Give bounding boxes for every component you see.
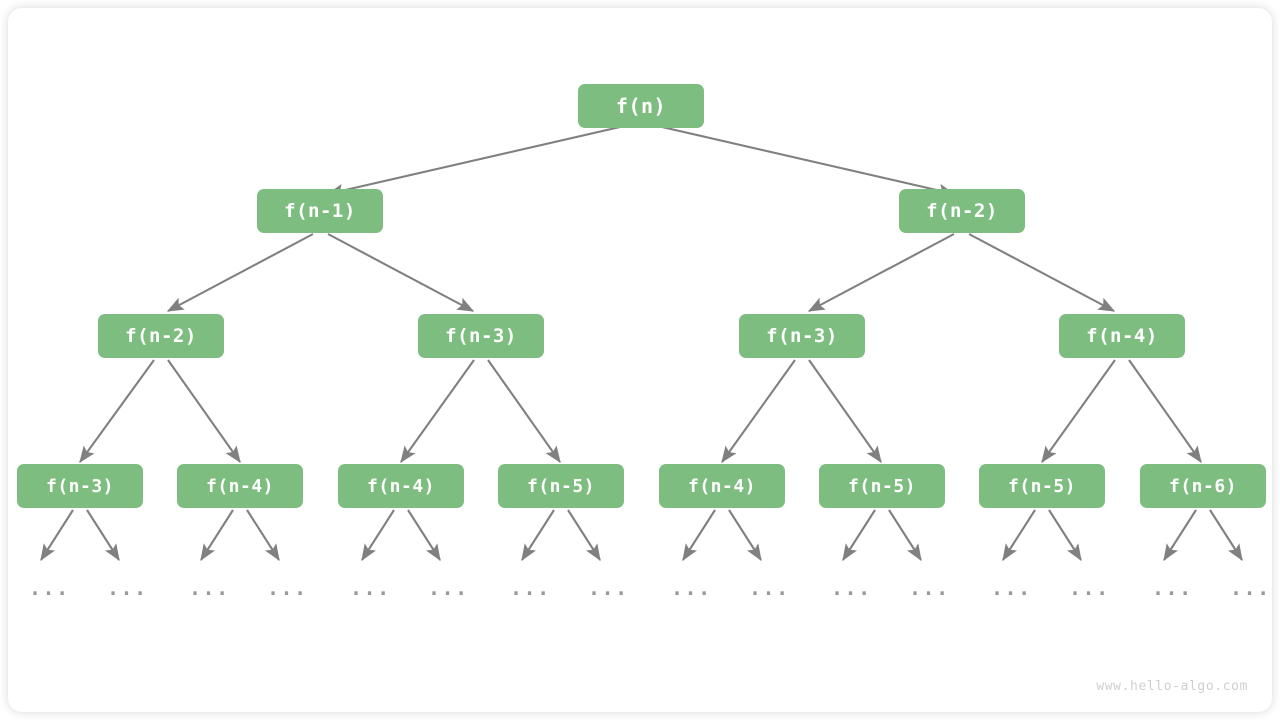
diagram-stage: f(n) f(n-1) f(n-2) f(n-2) f(n-3) f(n-3) …	[8, 8, 1272, 712]
edge-n2_3-n3_6	[1041, 359, 1116, 464]
edge-n2_0-n3_0	[79, 359, 155, 464]
ellipsis-10: ...	[831, 576, 872, 600]
edge-n3_0-d0	[40, 509, 74, 562]
ellipsis-14: ...	[1152, 576, 1193, 600]
node-level2-3[interactable]: f(n-4)	[1059, 314, 1185, 358]
ellipsis-11: ...	[909, 576, 950, 600]
node-level1-f-n-1[interactable]: f(n-1)	[257, 189, 383, 233]
edge-n3_4-d9	[728, 509, 762, 562]
node-level2-2[interactable]: f(n-3)	[739, 314, 865, 358]
node-level3-3[interactable]: f(n-5)	[498, 464, 624, 508]
edge-n3_3-d7	[567, 509, 601, 562]
edge-n1_1-n2_2	[807, 233, 955, 312]
edge-n3_6-d12	[1002, 509, 1036, 562]
edge-n1_0-n2_0	[166, 233, 314, 312]
edge-n3_5-d10	[842, 509, 876, 562]
ellipsis-5: ...	[428, 576, 469, 600]
edge-n2_2-n3_5	[808, 359, 882, 464]
edge-n3_6-d13	[1048, 509, 1082, 562]
edge-n1_1-n2_3	[968, 233, 1116, 312]
edge-n3_7-d15	[1209, 509, 1243, 562]
edge-n3_4-d8	[682, 509, 716, 562]
ellipsis-0: ...	[29, 576, 70, 600]
node-level3-4[interactable]: f(n-4)	[659, 464, 785, 508]
ellipsis-4: ...	[350, 576, 391, 600]
edge-n3_3-d6	[521, 509, 555, 562]
node-level3-6[interactable]: f(n-5)	[979, 464, 1105, 508]
edge-n2_2-n3_4	[721, 359, 796, 464]
edge-n2_0-n3_1	[167, 359, 241, 464]
ellipsis-1: ...	[107, 576, 148, 600]
ellipsis-13: ...	[1069, 576, 1110, 600]
node-level1-f-n-2[interactable]: f(n-2)	[899, 189, 1025, 233]
edge-n2_3-n3_7	[1128, 359, 1202, 464]
ellipsis-7: ...	[588, 576, 629, 600]
node-f-n[interactable]: f(n)	[578, 84, 704, 128]
node-level3-0[interactable]: f(n-3)	[17, 464, 143, 508]
edge-n3_1-d2	[200, 509, 234, 562]
edge-n0-n1_1	[648, 122, 956, 198]
node-level3-7[interactable]: f(n-6)	[1140, 464, 1266, 508]
node-level2-1[interactable]: f(n-3)	[418, 314, 544, 358]
watermark: www.hello-algo.com	[1096, 679, 1248, 694]
ellipsis-8: ...	[671, 576, 712, 600]
edge-n3_0-d1	[86, 509, 120, 562]
node-level3-1[interactable]: f(n-4)	[177, 464, 303, 508]
edge-n3_2-d4	[361, 509, 395, 562]
node-level2-0[interactable]: f(n-2)	[98, 314, 224, 358]
edge-n2_1-n3_3	[487, 359, 561, 464]
edge-n3_5-d11	[888, 509, 922, 562]
edge-n0-n1_0	[326, 122, 634, 198]
edge-n3_2-d5	[407, 509, 441, 562]
edge-n1_0-n2_1	[327, 233, 475, 312]
ellipsis-3: ...	[267, 576, 308, 600]
node-level3-2[interactable]: f(n-4)	[338, 464, 464, 508]
node-level3-5[interactable]: f(n-5)	[819, 464, 945, 508]
diagram-canvas: f(n) f(n-1) f(n-2) f(n-2) f(n-3) f(n-3) …	[8, 8, 1272, 712]
edge-n3_7-d14	[1163, 509, 1197, 562]
ellipsis-6: ...	[510, 576, 551, 600]
edge-n3_1-d3	[246, 509, 280, 562]
ellipsis-9: ...	[749, 576, 790, 600]
ellipsis-2: ...	[189, 576, 230, 600]
ellipsis-15: ...	[1230, 576, 1271, 600]
ellipsis-12: ...	[991, 576, 1032, 600]
edge-n2_1-n3_2	[400, 359, 475, 464]
